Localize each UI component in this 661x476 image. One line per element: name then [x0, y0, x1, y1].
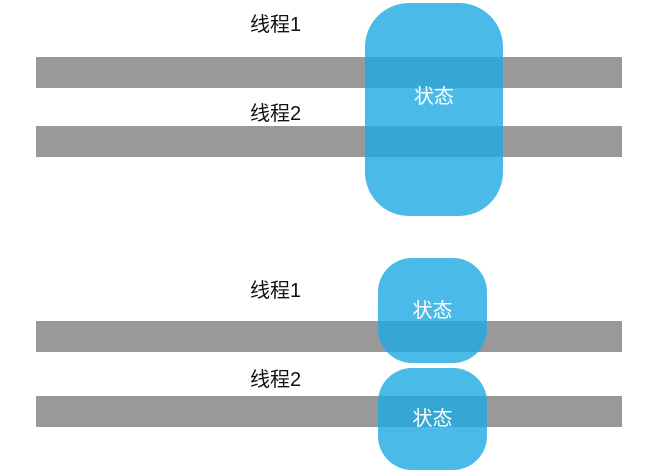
thread1-state-shape: 状态 — [378, 258, 487, 363]
thread2-label: 线程2 — [250, 369, 302, 391]
thread1-label: 线程1 — [250, 14, 302, 36]
shared-state-shape: 状态 — [365, 3, 503, 216]
thread1-timeline-bar — [36, 57, 622, 88]
thread2-timeline-bar — [36, 396, 622, 427]
state-label: 状态 — [412, 299, 453, 322]
state-label: 状态 — [414, 86, 454, 108]
thread2-state-shape: 状态 — [378, 368, 487, 470]
thread2-timeline-bar — [36, 126, 622, 157]
thread1-timeline-bar — [36, 321, 622, 352]
state-label: 状态 — [412, 408, 453, 430]
thread1-label: 线程1 — [250, 280, 302, 302]
thread2-label: 线程2 — [250, 103, 302, 125]
